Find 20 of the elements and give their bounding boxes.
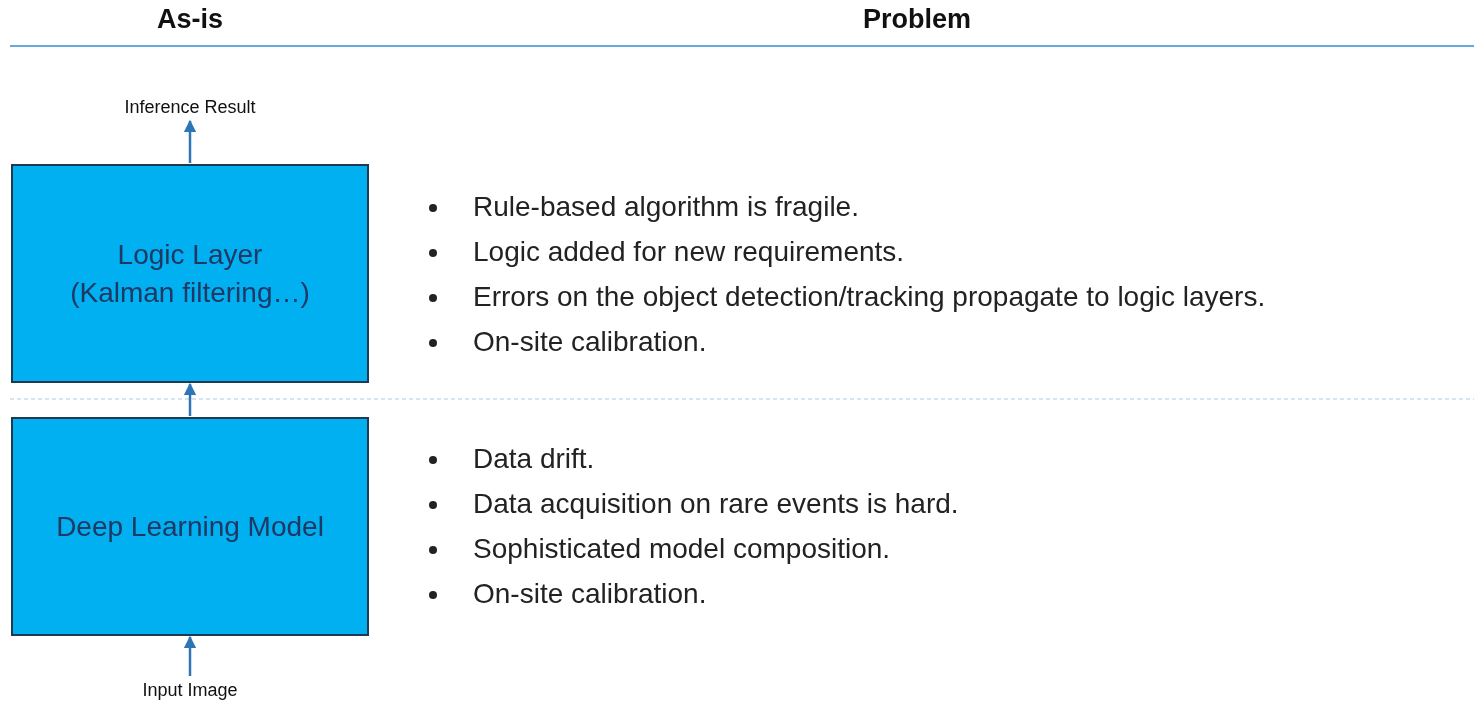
arrow xyxy=(183,119,197,163)
input-label: Input Image xyxy=(100,677,280,702)
process-box xyxy=(11,417,369,636)
bullet-text: On-site calibration. xyxy=(473,326,707,358)
column-header: Problem xyxy=(863,4,971,35)
box-text: Logic Layer xyxy=(116,237,264,272)
box-text: (Kalman filtering…) xyxy=(70,275,310,310)
bullet-text: Data acquisition on rare events is hard. xyxy=(473,488,959,520)
bullet-text: Errors on the object detection/tracking propagate to logic layers. xyxy=(473,281,1266,313)
bullet-text: On-site calibration. xyxy=(473,578,707,610)
output-label: Inference Result xyxy=(100,94,280,120)
column-header: As-is xyxy=(157,4,223,35)
bullet-text: Logic added for new requirements. xyxy=(473,236,905,268)
bullet-text: Sophisticated model composition. xyxy=(473,533,891,565)
arrow xyxy=(183,382,197,416)
bullet-text: Data drift. xyxy=(473,443,595,475)
box-text: Deep Learning Model xyxy=(56,509,324,544)
bullet-text: Rule-based algorithm is fragile. xyxy=(473,191,859,223)
arrow xyxy=(183,635,197,676)
process-box xyxy=(11,164,369,383)
